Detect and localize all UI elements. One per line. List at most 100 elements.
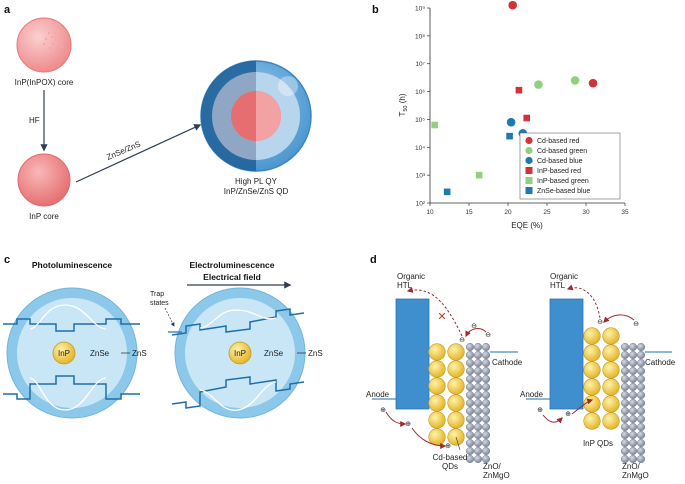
qd-particle bbox=[428, 428, 446, 446]
data-point bbox=[443, 188, 451, 196]
etl-nanoparticle bbox=[621, 351, 630, 360]
etl-nanoparticle bbox=[482, 343, 491, 352]
htl-layer-1 bbox=[395, 298, 430, 410]
etl-nanoparticle bbox=[621, 383, 630, 392]
cathode-label-2: Cathode bbox=[645, 358, 676, 367]
etl-nanoparticle bbox=[482, 439, 491, 448]
legend-entry: Cd-based blue bbox=[537, 158, 583, 165]
qd-particle bbox=[583, 361, 601, 379]
blocked-cross-icon: ✕ bbox=[437, 311, 446, 323]
etl-nanoparticle bbox=[474, 431, 483, 440]
y-tick-label: 10³ bbox=[416, 173, 426, 180]
htl-label-2a: Organic bbox=[550, 272, 578, 281]
etl-nanoparticle bbox=[629, 383, 638, 392]
electron-injection-arrow-1 bbox=[465, 328, 487, 338]
etl-nanoparticle bbox=[621, 423, 630, 432]
etl-nanoparticle bbox=[482, 391, 491, 400]
panel-d-letter: d bbox=[370, 254, 377, 266]
x-tick-label: 30 bbox=[582, 209, 590, 216]
etl-nanoparticle bbox=[637, 351, 646, 360]
etl-nanoparticle bbox=[466, 455, 475, 464]
data-point bbox=[588, 78, 598, 88]
qd-particle bbox=[602, 344, 620, 362]
etl-nanoparticle bbox=[474, 455, 483, 464]
data-point bbox=[506, 117, 516, 127]
qd-label-line2: InP/ZnSe/ZnS QD bbox=[224, 187, 289, 196]
qd-particle bbox=[447, 343, 465, 361]
etl-label-2a: ZnO/ bbox=[622, 462, 641, 471]
etl-nanoparticle bbox=[474, 391, 483, 400]
trap-states-label-2: states bbox=[150, 300, 169, 307]
etl-nanoparticle bbox=[621, 431, 630, 440]
etl-nanoparticle bbox=[637, 431, 646, 440]
qd-particle bbox=[447, 411, 465, 429]
qd-particle bbox=[602, 412, 620, 430]
legend-entry: InP-based red bbox=[537, 168, 581, 175]
etl-nanoparticle bbox=[629, 343, 638, 352]
data-point bbox=[515, 86, 523, 94]
legend-marker bbox=[525, 187, 533, 194]
y-tick-label: 10⁵ bbox=[415, 117, 425, 124]
anode-label-2: Anode bbox=[520, 390, 544, 399]
pl-zns-label: ZnS bbox=[132, 349, 147, 358]
qd-label-line1: High PL QY bbox=[235, 177, 278, 186]
etl-nanoparticle bbox=[466, 359, 475, 368]
hole-path-2b bbox=[571, 398, 594, 415]
etl-nanoparticle bbox=[629, 431, 638, 440]
etl-nanoparticle bbox=[482, 367, 491, 376]
etl-nanoparticle bbox=[466, 423, 475, 432]
etl-nanoparticle bbox=[637, 455, 646, 464]
electrical-field-label: Electrical field bbox=[203, 272, 261, 282]
etl-nanoparticle bbox=[474, 439, 483, 448]
htl-label-1b: HTL bbox=[397, 281, 413, 290]
qd-particle bbox=[428, 377, 446, 395]
qd-particle bbox=[583, 378, 601, 396]
etl-nanoparticle bbox=[629, 455, 638, 464]
cd-qds-leader bbox=[455, 436, 461, 451]
etl-nanoparticle bbox=[466, 351, 475, 360]
x-tick-label: 20 bbox=[504, 209, 512, 216]
etl-nanoparticle bbox=[637, 359, 646, 368]
etl-nanoparticle bbox=[482, 359, 491, 368]
etl-nanoparticle bbox=[637, 407, 646, 416]
etl-nanoparticle bbox=[466, 367, 475, 376]
y-tick-label: 10⁷ bbox=[415, 61, 425, 68]
legend-marker bbox=[525, 136, 533, 145]
etl-nanoparticle bbox=[629, 447, 638, 456]
qd-particle bbox=[428, 411, 446, 429]
pl-electron-wavefunction bbox=[29, 304, 107, 330]
hole-path-1a bbox=[385, 411, 407, 427]
el-valence-band bbox=[171, 376, 305, 409]
qd-particle bbox=[428, 394, 446, 412]
legend-marker bbox=[525, 167, 533, 174]
data-point bbox=[508, 0, 517, 10]
pl-inp-label: InP bbox=[58, 349, 70, 358]
el-electron-wavefunction bbox=[199, 309, 277, 329]
etl-nanoparticle bbox=[629, 407, 638, 416]
etl-label-2b: ZnMgO bbox=[622, 471, 649, 480]
x-axis-label: EQE (%) bbox=[511, 221, 543, 230]
pl-znse-label: ZnSe bbox=[90, 349, 110, 358]
legend-marker bbox=[525, 177, 533, 184]
legend-entry: Cd-based red bbox=[537, 138, 580, 145]
etl-nanoparticle bbox=[474, 399, 483, 408]
qd-particle bbox=[583, 344, 601, 362]
y-tick-label: 10⁴ bbox=[415, 145, 425, 152]
etl-nanoparticle bbox=[466, 391, 475, 400]
etl-nanoparticle bbox=[621, 375, 630, 384]
inp-core-particle bbox=[17, 153, 71, 207]
etl-nanoparticle bbox=[482, 407, 491, 416]
shell-growth-label: ZnSe/ZnS bbox=[105, 139, 142, 161]
inpox-core-particle bbox=[16, 17, 72, 73]
legend-marker bbox=[525, 156, 533, 165]
etl-nanoparticle bbox=[466, 447, 475, 456]
etl-nanoparticle bbox=[637, 383, 646, 392]
electron-injection-arrow-2 bbox=[603, 314, 635, 323]
x-tick-label: 15 bbox=[465, 209, 473, 216]
etl-nanoparticle bbox=[474, 423, 483, 432]
etl-nanoparticle bbox=[637, 375, 646, 384]
panel-a: a InP(InPOX) core HF InP core ZnSe/ZnS bbox=[4, 4, 312, 221]
htl-label-2b: HTL bbox=[550, 281, 566, 290]
